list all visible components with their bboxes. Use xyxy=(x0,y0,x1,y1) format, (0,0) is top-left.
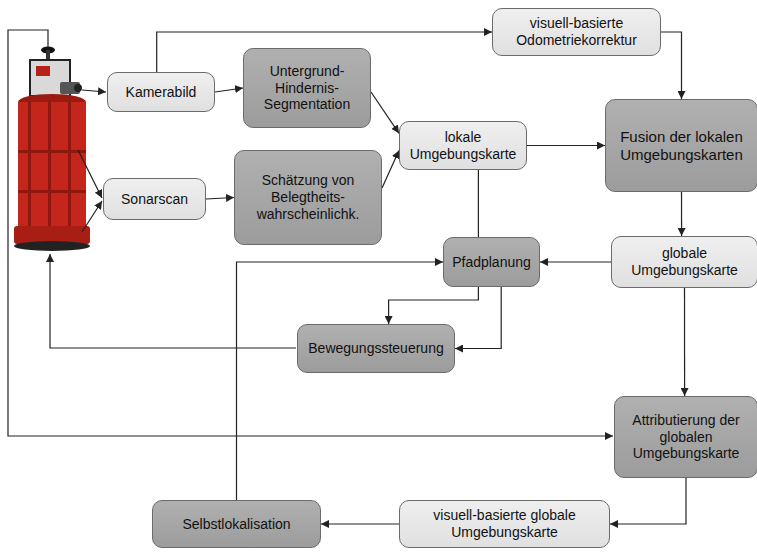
box-label: Untergrund- Hindernis- Segmentation xyxy=(244,59,370,117)
robot-camera-lens xyxy=(74,84,82,92)
robot-band xyxy=(18,190,86,193)
robot-to-sonar-wire xyxy=(78,150,102,198)
robot-band xyxy=(18,150,86,153)
data-box: visuell-basierte Odometriekorrektur xyxy=(492,8,661,56)
data-box: Sonarscan xyxy=(103,178,206,220)
flow-arrow xyxy=(237,262,444,500)
flow-arrow xyxy=(321,523,399,524)
robot-head-part xyxy=(36,66,50,76)
robot-wheels xyxy=(14,241,90,251)
box-label: visuell-basierte globale Umgebungskarte xyxy=(414,503,596,545)
box-label: lokale Umgebungskarte xyxy=(400,125,526,167)
robot-stripe xyxy=(68,102,71,228)
box-label: Pfadplanung xyxy=(446,250,537,275)
flow-arrow xyxy=(455,287,501,349)
data-box: Kamerabild xyxy=(107,72,215,112)
box-label: Fusion der lokalen Umgebungskarten xyxy=(606,124,757,168)
flow-arrow xyxy=(540,261,611,262)
process-box: Bewegungssteuerung xyxy=(297,324,455,373)
data-box: lokale Umgebungskarte xyxy=(399,121,527,170)
box-label: Selbstlokalisation xyxy=(176,512,296,537)
flow-arrow xyxy=(527,145,605,146)
flow-arrow xyxy=(661,32,682,99)
robot xyxy=(14,47,90,252)
robot-stripe xyxy=(28,102,31,228)
flow-arrow xyxy=(681,192,682,236)
process-box: Schätzung von Belegtheits- wahrscheinlic… xyxy=(234,150,382,245)
box-label: Schätzung von Belegtheits- wahrscheinlic… xyxy=(235,168,381,226)
robot-to-camera-wire xyxy=(82,90,106,92)
process-box: Untergrund- Hindernis- Segmentation xyxy=(243,48,371,128)
flow-arrow xyxy=(215,88,243,92)
flow-arrow xyxy=(610,478,686,524)
process-box: Fusion der lokalen Umgebungskarten xyxy=(605,99,757,192)
box-label: visuell-basierte Odometriekorrektur xyxy=(493,11,660,53)
data-box: visuell-basierte globale Umgebungskarte xyxy=(399,500,610,548)
box-label: Kamerabild xyxy=(120,80,203,105)
flow-arrow xyxy=(206,198,234,200)
box-label: Bewegungssteuerung xyxy=(302,336,449,361)
box-label: globale Umgebungskarte xyxy=(612,241,757,283)
flow-arrow xyxy=(371,92,399,133)
robot-body xyxy=(18,102,86,228)
robot-to-sonar-wire xyxy=(82,201,102,232)
motion-to-robot-wire xyxy=(50,254,296,348)
process-box: Selbstlokalisation xyxy=(152,500,321,548)
data-box: globale Umgebungskarte xyxy=(611,236,757,288)
flow-arrow xyxy=(684,288,685,396)
robot-to-attribution-wire xyxy=(8,30,613,436)
process-box: Pfadplanung xyxy=(443,237,540,287)
box-label: Sonarscan xyxy=(115,187,194,212)
process-box: Attributierung der globalen Umgebungskar… xyxy=(614,396,757,478)
robot-stripe xyxy=(48,102,51,228)
flow-arrow xyxy=(382,150,399,188)
box-label: Attributierung der globalen Umgebungskar… xyxy=(615,408,757,466)
